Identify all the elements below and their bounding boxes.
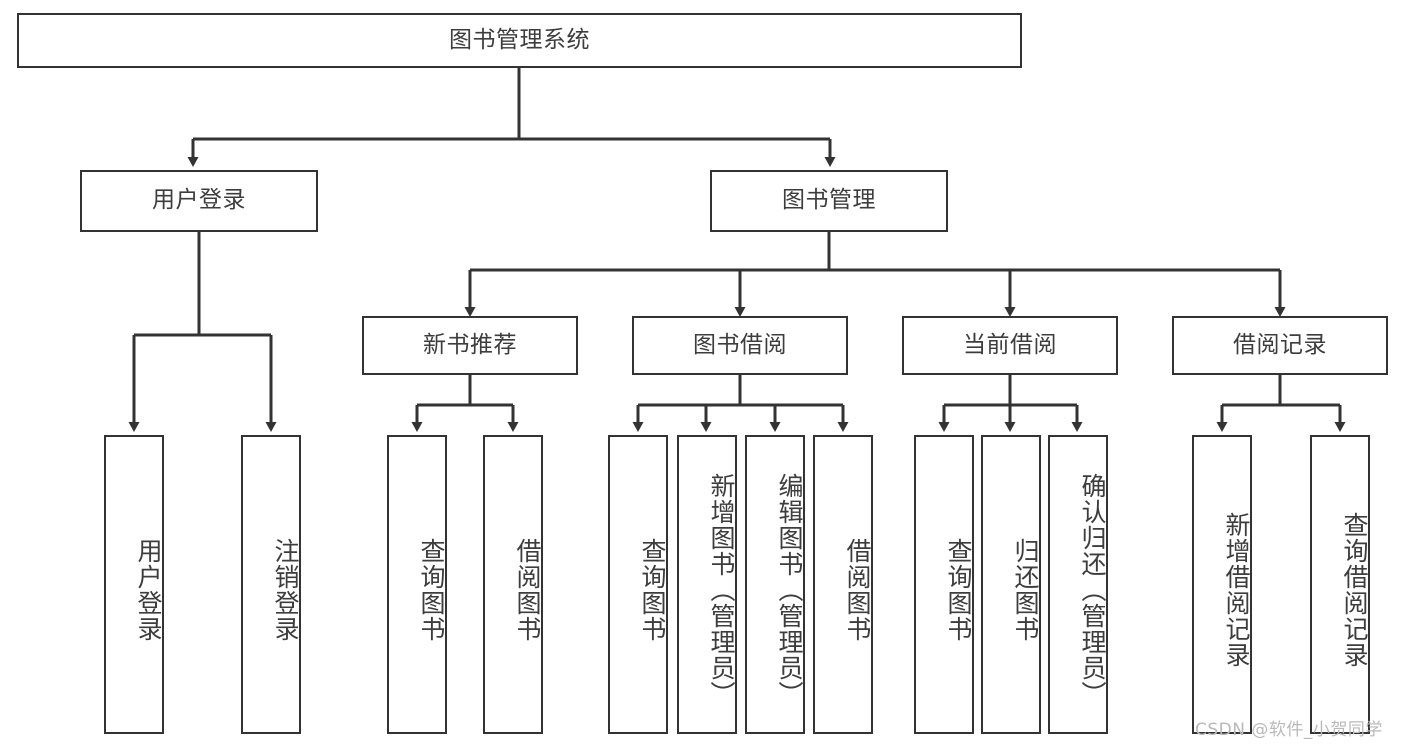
csdn-watermark: CSDN @软件_小贺同学 [1195, 720, 1383, 740]
node-leaf-query-book-2-label: 查询图书 [638, 537, 667, 642]
node-leaf-borrow-book-1[interactable]: 借阅图书 [483, 435, 543, 734]
node-leaf-return-book[interactable]: 归还图书 [981, 435, 1041, 734]
node-current-borrow[interactable]: 当前借阅 [902, 316, 1118, 375]
node-new-book-recommend-label: 新书推荐 [423, 331, 517, 358]
node-leaf-borrow-book-2-label: 借阅图书 [843, 537, 872, 642]
node-leaf-query-book-1-label: 查询图书 [417, 537, 446, 642]
node-book-borrow-label: 图书借阅 [693, 331, 787, 358]
node-current-borrow-label: 当前借阅 [963, 331, 1057, 358]
node-user-login[interactable]: 用户登录 [80, 170, 318, 232]
node-book-manage[interactable]: 图书管理 [710, 170, 948, 232]
node-leaf-query-book-1[interactable]: 查询图书 [387, 435, 447, 734]
node-leaf-add-record-label: 新增借阅记录 [1222, 511, 1251, 668]
node-leaf-borrow-book-2[interactable]: 借阅图书 [813, 435, 873, 734]
node-leaf-add-book-label: 新增图书（管理员） [707, 472, 736, 707]
node-root-label: 图书管理系统 [449, 26, 590, 53]
node-leaf-confirm-return[interactable]: 确认归还（管理员） [1048, 435, 1108, 734]
node-book-manage-label: 图书管理 [782, 187, 876, 214]
node-root[interactable]: 图书管理系统 [17, 13, 1022, 68]
node-leaf-user-login[interactable]: 用户登录 [104, 435, 164, 734]
node-book-borrow[interactable]: 图书借阅 [632, 316, 848, 375]
node-leaf-edit-book[interactable]: 编辑图书（管理员） [745, 435, 805, 734]
node-leaf-logout-login[interactable]: 注销登录 [241, 435, 301, 734]
node-leaf-logout-login-label: 注销登录 [271, 537, 300, 642]
node-leaf-add-record[interactable]: 新增借阅记录 [1192, 435, 1252, 734]
node-leaf-user-login-label: 用户登录 [134, 537, 163, 642]
node-leaf-query-record[interactable]: 查询借阅记录 [1310, 435, 1370, 734]
node-leaf-confirm-return-label: 确认归还（管理员） [1078, 472, 1107, 707]
node-leaf-edit-book-label: 编辑图书（管理员） [775, 472, 804, 707]
node-borrow-record-label: 借阅记录 [1233, 331, 1327, 358]
node-leaf-query-book-3[interactable]: 查询图书 [914, 435, 974, 734]
node-leaf-borrow-book-1-label: 借阅图书 [513, 537, 542, 642]
node-leaf-query-record-label: 查询借阅记录 [1340, 511, 1369, 668]
node-leaf-return-book-label: 归还图书 [1011, 537, 1040, 642]
node-leaf-add-book[interactable]: 新增图书（管理员） [677, 435, 737, 734]
node-leaf-query-book-3-label: 查询图书 [944, 537, 973, 642]
node-borrow-record[interactable]: 借阅记录 [1172, 316, 1388, 375]
node-user-login-label: 用户登录 [152, 187, 246, 214]
node-new-book-recommend[interactable]: 新书推荐 [362, 316, 578, 375]
node-leaf-query-book-2[interactable]: 查询图书 [608, 435, 668, 734]
